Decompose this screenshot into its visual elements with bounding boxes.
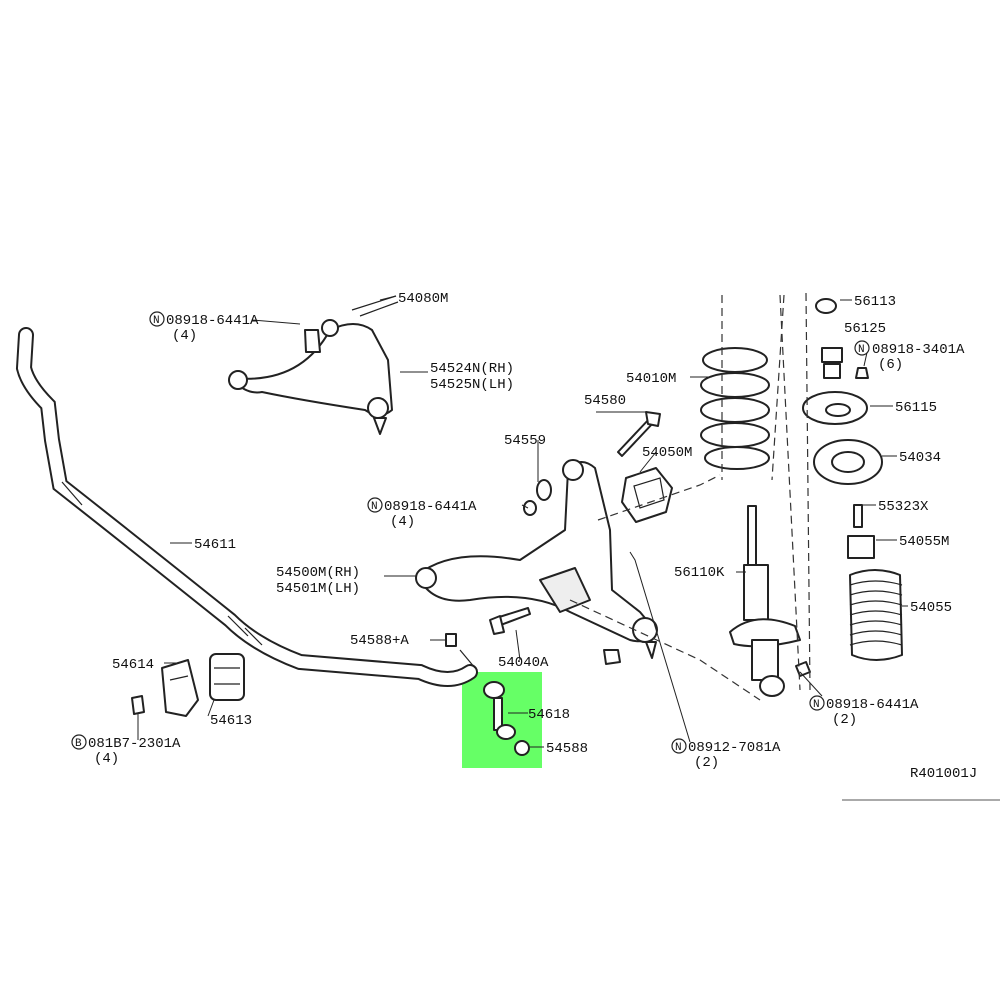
circle-prefix-n: N: [809, 695, 825, 711]
nut-54588a: [445, 633, 457, 647]
label-54055m[interactable]: 54055M: [899, 534, 949, 550]
svg-text:N: N: [153, 315, 160, 327]
circle-prefix-b: B: [71, 734, 87, 750]
label-54525n[interactable]: 54525N(LH): [430, 377, 514, 393]
label-54611[interactable]: 54611: [194, 537, 236, 553]
qty-081b7: (4): [94, 751, 119, 767]
label-081b7[interactable]: 081B7-2301A: [88, 736, 181, 752]
label-54588a[interactable]: 54588+A: [350, 633, 409, 649]
bushing-54613: [209, 653, 245, 701]
label-54050m[interactable]: 54050M: [642, 445, 692, 461]
dashed-guides: [569, 292, 811, 701]
label-54614[interactable]: 54614: [112, 657, 154, 673]
qty-08918-34: (6): [878, 357, 903, 373]
bolt-081b7: [131, 695, 145, 715]
svg-text:N: N: [371, 501, 378, 513]
svg-text:N: N: [675, 742, 682, 754]
label-54055[interactable]: 54055: [910, 600, 952, 616]
circle-prefix-n: N: [854, 340, 870, 356]
svg-text:N: N: [813, 699, 820, 711]
label-55323x[interactable]: 55323X: [878, 499, 929, 515]
stabilizer-bar-54611: [15, 327, 478, 687]
washer-54559: [523, 479, 552, 516]
bracket-54050m: [621, 467, 673, 523]
label-54559[interactable]: 54559: [504, 433, 546, 449]
leader-lines: [137, 295, 908, 748]
label-54500m[interactable]: 54500M(RH): [276, 565, 360, 581]
qty-08912: (2): [694, 755, 719, 771]
label-56113[interactable]: 56113: [854, 294, 896, 310]
reference-code: R401001J: [910, 766, 977, 782]
label-54588[interactable]: 54588: [546, 741, 588, 757]
clamp-54614: [161, 659, 199, 717]
label-54524n[interactable]: 54524N(RH): [430, 361, 514, 377]
circle-prefix-n: N: [367, 497, 383, 513]
label-08918-34[interactable]: 08918-3401A: [872, 342, 965, 358]
label-08918-top[interactable]: 08918-6441A: [166, 313, 259, 329]
shock-absorber-56110k: [729, 505, 801, 697]
svg-text:N: N: [858, 344, 865, 356]
bolt-54580: [617, 411, 661, 457]
upper-parts-column: [795, 298, 903, 677]
label-08912[interactable]: 08912-7081A: [688, 740, 781, 756]
bolt-54040a: [489, 607, 531, 635]
label-08918-low[interactable]: 08918-6441A: [826, 697, 919, 713]
label-56125[interactable]: 56125: [844, 321, 886, 337]
circle-prefix-n: N: [149, 311, 165, 327]
stabilizer-link-54618: [483, 681, 530, 756]
label-54613[interactable]: 54613: [210, 713, 252, 729]
qty-08918-mid: (4): [390, 514, 415, 530]
label-54618[interactable]: 54618: [528, 707, 570, 723]
coil-spring-54010m: [700, 347, 770, 470]
svg-text:B: B: [75, 738, 82, 750]
qty-08918-top: (4): [172, 328, 197, 344]
label-56110k[interactable]: 56110K: [674, 565, 725, 581]
label-54034[interactable]: 54034: [899, 450, 941, 466]
label-54080m[interactable]: 54080M: [398, 291, 448, 307]
label-56115[interactable]: 56115: [895, 400, 937, 416]
label-54580[interactable]: 54580: [584, 393, 626, 409]
label-54501m[interactable]: 54501M(LH): [276, 581, 360, 597]
lower-arm-54500m: [415, 459, 658, 665]
label-08918-mid[interactable]: 08918-6441A: [384, 499, 477, 515]
circle-prefix-n: N: [671, 738, 687, 754]
upper-arm-54524n: [228, 295, 399, 435]
label-54010m[interactable]: 54010M: [626, 371, 676, 387]
label-54040a[interactable]: 54040A: [498, 655, 549, 671]
qty-08918-low: (2): [832, 712, 857, 728]
